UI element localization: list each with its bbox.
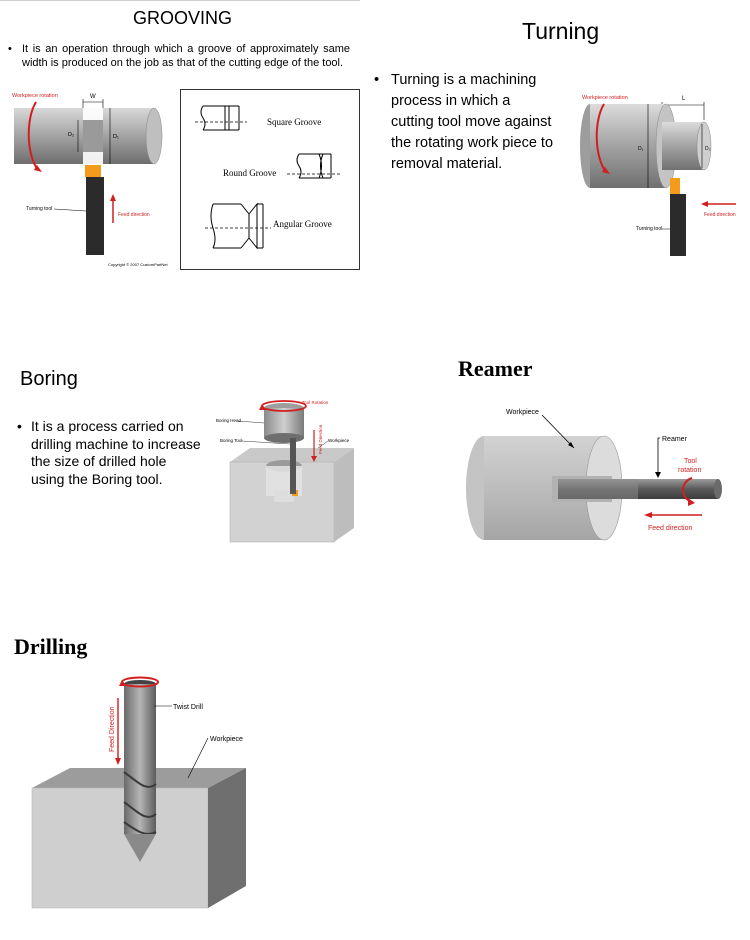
- boring-tool-label: Boring Tool: [220, 438, 242, 443]
- grooving-figure: Workpiece rotation W D₂ D₁ Turning tool …: [12, 93, 169, 267]
- grooving-tool: [86, 177, 104, 255]
- grooving-bullet: It is an operation through which a groov…: [8, 42, 350, 70]
- turning-tool: [670, 194, 686, 256]
- boring-figure: Tool Rotation Boring Head Boring Tool Fe…: [216, 400, 354, 543]
- grooving-top-border: [0, 0, 360, 1]
- workpiece-label: Workpiece: [328, 438, 350, 443]
- d2-label: D₂: [68, 132, 74, 138]
- d2-label: D₂: [705, 146, 711, 152]
- turning-tool-tip: [670, 178, 680, 194]
- square-groove-icon: [195, 105, 247, 131]
- tool-rotation-label: Tool Rotation: [302, 400, 329, 405]
- drilling-figure: Twist Drill Workpiece Feed Direction: [31, 676, 246, 909]
- feed-direction-label: Feed Direction: [318, 424, 323, 454]
- l-label: L: [682, 96, 686, 102]
- drilling-workpiece: [31, 787, 209, 909]
- angular-groove-label: Angular Groove: [273, 219, 332, 229]
- drilling-title: Drilling: [14, 634, 88, 659]
- square-groove-label: Square Groove: [267, 117, 321, 127]
- reamer-label: Reamer: [662, 436, 688, 443]
- round-groove-icon: [287, 153, 341, 179]
- feed-direction-label: Feed direction: [118, 212, 150, 218]
- rotation-arrow-icon: [595, 103, 607, 173]
- angular-groove-icon: [205, 202, 271, 250]
- d1-label: D₁: [638, 146, 644, 152]
- turning-title: Turning: [522, 18, 600, 44]
- feed-direction-label: Feed Direction: [109, 706, 116, 752]
- grooving-title: GROOVING: [132, 8, 232, 28]
- round-groove-label: Round Groove: [223, 168, 276, 178]
- feed-direction-label: Feed direction: [704, 212, 736, 218]
- grooving-tool-tip: [85, 165, 101, 177]
- boring-title: Boring: [20, 368, 78, 390]
- turning-bullet-list: Turning is a machining process in which …: [374, 70, 554, 175]
- boring-bullet-list: It is a process carried on drilling mach…: [17, 418, 203, 488]
- workpiece-label: Workpiece: [210, 736, 243, 743]
- d1-label: D₁: [113, 134, 119, 140]
- turning-tool-label: Turning tool: [26, 206, 52, 212]
- boring-bullet: It is a process carried on drilling mach…: [17, 418, 203, 488]
- groove-types-drawing: Square Groove Round Groove Angular Groov…: [195, 105, 341, 250]
- twist-drill-label: Twist Drill: [173, 704, 203, 711]
- workpiece-rotation-label: Workpiece rotation: [12, 93, 58, 99]
- boring-head-label: Boring Head: [216, 418, 242, 423]
- feed-direction-label: Feed direction: [648, 525, 692, 532]
- workpiece-label: Workpiece: [506, 409, 539, 416]
- grooving-bullet-list: It is an operation through which a groov…: [8, 42, 350, 70]
- groove-types-panel: Square Groove Round Groove Angular Groov…: [180, 89, 360, 270]
- tool-rotation-label-2: rotation: [678, 467, 701, 474]
- turning-tool-label: Turning tool: [636, 226, 662, 232]
- turning-figure: Workpiece rotation L D₁ D₂ Turning tool …: [580, 95, 736, 256]
- copyright-label: Copyright © 2007 CustomPartNet: [108, 262, 169, 267]
- reamer-title: Reamer: [458, 356, 533, 381]
- tool-rotation-label-1: Tool: [684, 458, 697, 465]
- boring-tool: [290, 438, 296, 494]
- twist-drill: [124, 684, 156, 834]
- reamer-figure: Workpiece Reamer Tool rotation Feed dire…: [466, 409, 722, 541]
- turning-workpiece: [590, 104, 666, 188]
- turning-bullet: Turning is a machining process in which …: [374, 70, 554, 175]
- w-label: W: [90, 94, 96, 100]
- workpiece-rotation-label: Workpiece rotation: [582, 95, 628, 101]
- rotation-arrow-icon: [27, 101, 39, 171]
